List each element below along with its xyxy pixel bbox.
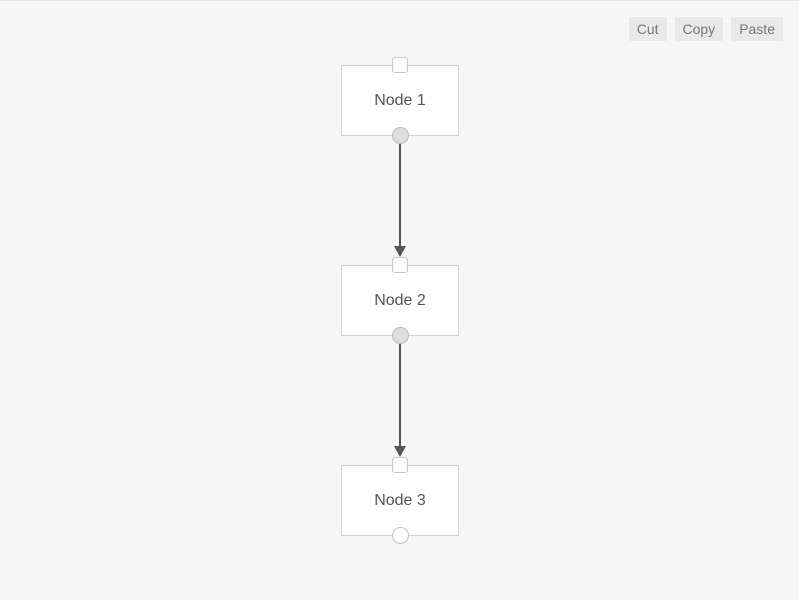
node-label: Node 1 — [374, 91, 426, 109]
copy-button[interactable]: Copy — [674, 17, 724, 41]
edge-node2-node3[interactable] — [394, 344, 406, 457]
node-label: Node 2 — [374, 291, 426, 309]
cut-button[interactable]: Cut — [628, 17, 667, 41]
node-3-input-port[interactable] — [392, 457, 408, 473]
node-2[interactable]: Node 2 — [341, 257, 459, 344]
canvas-top-border — [0, 0, 799, 1]
node-3[interactable]: Node 3 — [341, 457, 459, 544]
node-label: Node 3 — [374, 491, 426, 509]
edit-toolbar: Cut Copy Paste — [628, 17, 783, 41]
edge-node1-node2[interactable] — [394, 144, 406, 257]
node-2-output-port[interactable] — [391, 327, 409, 344]
arrowhead-icon — [394, 446, 406, 457]
arrowhead-icon — [394, 246, 406, 257]
node-2-input-port[interactable] — [392, 257, 408, 273]
node-3-output-port[interactable] — [391, 527, 409, 544]
node-1-output-port[interactable] — [391, 127, 409, 144]
node-1-input-port[interactable] — [392, 57, 408, 73]
node-1[interactable]: Node 1 — [341, 57, 459, 144]
paste-button[interactable]: Paste — [731, 17, 783, 41]
